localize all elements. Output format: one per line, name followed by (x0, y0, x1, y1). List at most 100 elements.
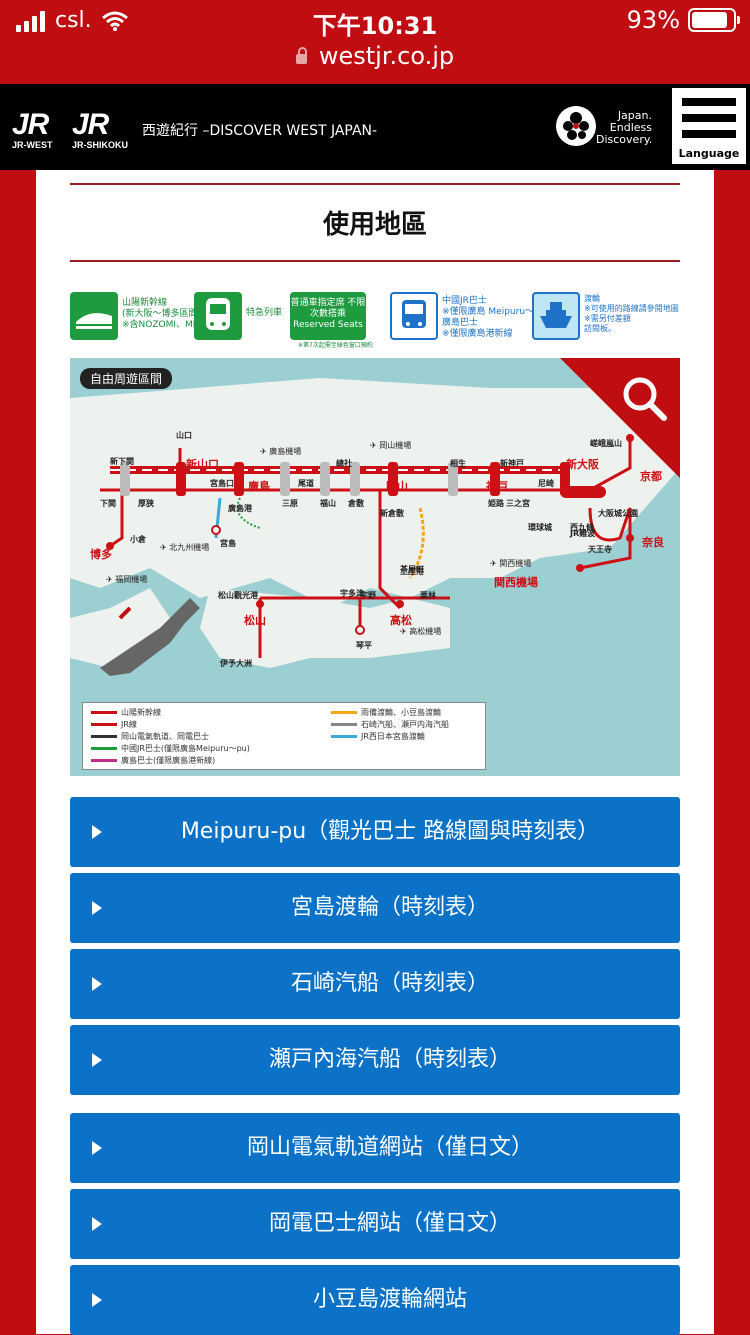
legend-shinkansen: 山陽新幹線 (新大阪～博多區間) ※含NOZOMI、MIZUHO (70, 292, 222, 342)
station-label: 神戸 (486, 480, 508, 493)
station-label: 三原 (282, 499, 298, 508)
link-shodoshima-ferry[interactable]: 小豆島渡輪網站 (70, 1265, 680, 1335)
legend-note: ※可使用的路線請參閱地圖 (584, 304, 679, 313)
jr-west-logo[interactable]: JR JR-WEST (12, 108, 53, 151)
menu-button[interactable]: Language (672, 88, 746, 164)
airport-label: ✈ 北九州機場 (160, 543, 210, 552)
route-map[interactable]: 自由周遊區間 山口新下関新山口宮島口廣島尾道福山倉敷岡山相生姫路新神戸神戸三之宮… (70, 358, 680, 776)
station-label: 姫路 (488, 499, 504, 508)
reserved-seats-badge: 普通車指定席 不限次數搭乘 Reserved Seats (290, 292, 366, 340)
link-label: 瀬戸內海汽船（時刻表） (268, 1047, 511, 1072)
station-label: 新大阪 (566, 458, 599, 471)
link-label: 石崎汽船（時刻表） (290, 971, 489, 996)
ferry-icon (532, 292, 580, 340)
battery-percent: 93% (626, 6, 680, 34)
legend-note: (新大阪～博多區間) (122, 309, 202, 319)
legend-title: 廣島巴士 (442, 318, 479, 328)
station-label: 宇多津 (340, 589, 364, 598)
legend-note: ※第7次起需至綠色窗口預約 (298, 342, 373, 349)
hamburger-bar (682, 130, 736, 138)
shinkansen-icon (70, 292, 118, 340)
station-label: 松山 (244, 614, 266, 627)
station-label: 新山口 (186, 458, 219, 471)
station-label: 土庄港 (400, 567, 424, 576)
address-bar[interactable]: westjr.co.jp (0, 42, 750, 70)
arrow-right-icon (92, 1293, 102, 1307)
legend-title: 渡輪 (584, 294, 600, 303)
arrow-right-icon (92, 1141, 102, 1155)
link-label: 岡山電氣軌道網站（僅日文） (246, 1135, 533, 1160)
map-legend-item: 石崎汽船、瀬戸内海汽船 (331, 719, 449, 730)
hamburger-icon (682, 98, 736, 106)
link-label: 小豆島渡輪網站 (312, 1287, 467, 1312)
station-label: 新神戸 (500, 459, 524, 468)
language-label: Language (678, 147, 740, 160)
airport-label: ✈ 福岡機場 (106, 575, 148, 584)
station-label: 茶屋町 (400, 565, 424, 574)
station-label: 琴平 (356, 641, 372, 650)
site-title: 西遊紀行 –DISCOVER WEST JAPAN- (142, 123, 378, 139)
legend-row: 山陽新幹線 (新大阪～博多區間) ※含NOZOMI、MIZUHO 特急列車 普通… (70, 292, 680, 349)
legend-note: ※僅限廣島港新線 (442, 329, 513, 339)
jr-shikoku-sub: JR-SHIKOKU (72, 140, 129, 150)
hamburger-bar (682, 114, 736, 122)
station-label: 新下関 (110, 457, 134, 466)
jr-west-sub: JR-WEST (12, 140, 53, 150)
map-legend-item: 廣島巴士(僅限廣島港新線) (91, 755, 215, 766)
station-label: 總社 (336, 459, 352, 468)
legend-ferry: 渡輪 ※可使用的路線請參閱地圖 ※需另付差額 訪閱板。 (532, 292, 679, 342)
url-text: westjr.co.jp (318, 42, 455, 70)
legend-note: ※含NOZOMI、MIZUHO (122, 320, 223, 330)
tagline-line3: Discovery. (596, 133, 653, 146)
tagline-line1: Japan. (617, 109, 652, 122)
zoom-icon[interactable] (623, 377, 657, 411)
station-label: 廣島港 (228, 504, 252, 513)
link-label: 岡電巴士網站（僅日文） (268, 1211, 511, 1236)
lock-icon (295, 47, 307, 64)
link-okaden-bus[interactable]: 岡電巴士網站（僅日文） (70, 1189, 680, 1259)
tagline-line2: Endless (609, 121, 652, 134)
station-label: 環球城 (528, 523, 552, 532)
site-header: JR JR-WEST JR JR-SHIKOKU 西遊紀行 –DISCOVER … (0, 84, 750, 170)
station-label: 伊予大洲 (220, 659, 252, 668)
map-legend-item: 山陽新幹線 (91, 707, 161, 718)
jr-west-mark: JR (12, 108, 49, 141)
status-right: 93% (626, 6, 740, 34)
battery-icon (688, 8, 740, 32)
wifi-icon (101, 11, 128, 31)
station-label: 宮島 (220, 539, 236, 548)
arrow-right-icon (92, 1217, 102, 1231)
station-label: 京都 (640, 470, 662, 483)
section-title: 使用地區 (322, 210, 427, 240)
link-okayama-electric[interactable]: 岡山電氣軌道網站（僅日文） (70, 1113, 680, 1183)
airport-label: ✈ 岡山機場 (370, 441, 412, 450)
link-ishizaki-kisen[interactable]: 石崎汽船（時刻表） (70, 949, 680, 1019)
link-label: 宮島渡輪（時刻表） (290, 895, 489, 920)
station-label: 厚狭 (138, 499, 154, 508)
japan-flower-logo (556, 106, 596, 146)
japan-tagline: Japan. Endless Discovery. (596, 110, 652, 146)
express-train-icon (194, 292, 242, 340)
station-label: 大阪城公園 (598, 509, 638, 518)
station-label: 嵯峨嵐山 (590, 439, 622, 448)
station-label: 奈良 (642, 536, 664, 549)
station-label: 大阪 (580, 486, 602, 499)
jr-shikoku-logo[interactable]: JR JR-SHIKOKU (72, 108, 129, 151)
link-setonaikai-kisen[interactable]: 瀬戸內海汽船（時刻表） (70, 1025, 680, 1095)
map-legend-item: 雨備渡輪、小豆島渡輪 (331, 707, 441, 718)
link-meipuru-pu[interactable]: Meipuru-pu（觀光巴士 路線圖與時刻表） (70, 797, 680, 867)
legend-note: ※需另付差額 (584, 314, 631, 323)
jr-shikoku-mark: JR (72, 108, 109, 141)
station-label: 山口 (176, 431, 192, 440)
station-label: 相生 (450, 459, 466, 468)
station-label: 小倉 (130, 535, 146, 544)
station-label: 廣島 (248, 480, 270, 493)
map-legend-item: JR西日本宮島渡輪 (331, 731, 425, 742)
legend-title: 中國JR巴士 (442, 296, 487, 306)
legend-limited-express: 特急列車 (194, 292, 294, 342)
map-legend-item: 中國JR巴士(僅限廣島Meipuru～pu) (91, 743, 250, 754)
status-left: csl. (16, 8, 128, 33)
arrow-right-icon (92, 825, 102, 839)
link-miyajima-ferry[interactable]: 宮島渡輪（時刻表） (70, 873, 680, 943)
